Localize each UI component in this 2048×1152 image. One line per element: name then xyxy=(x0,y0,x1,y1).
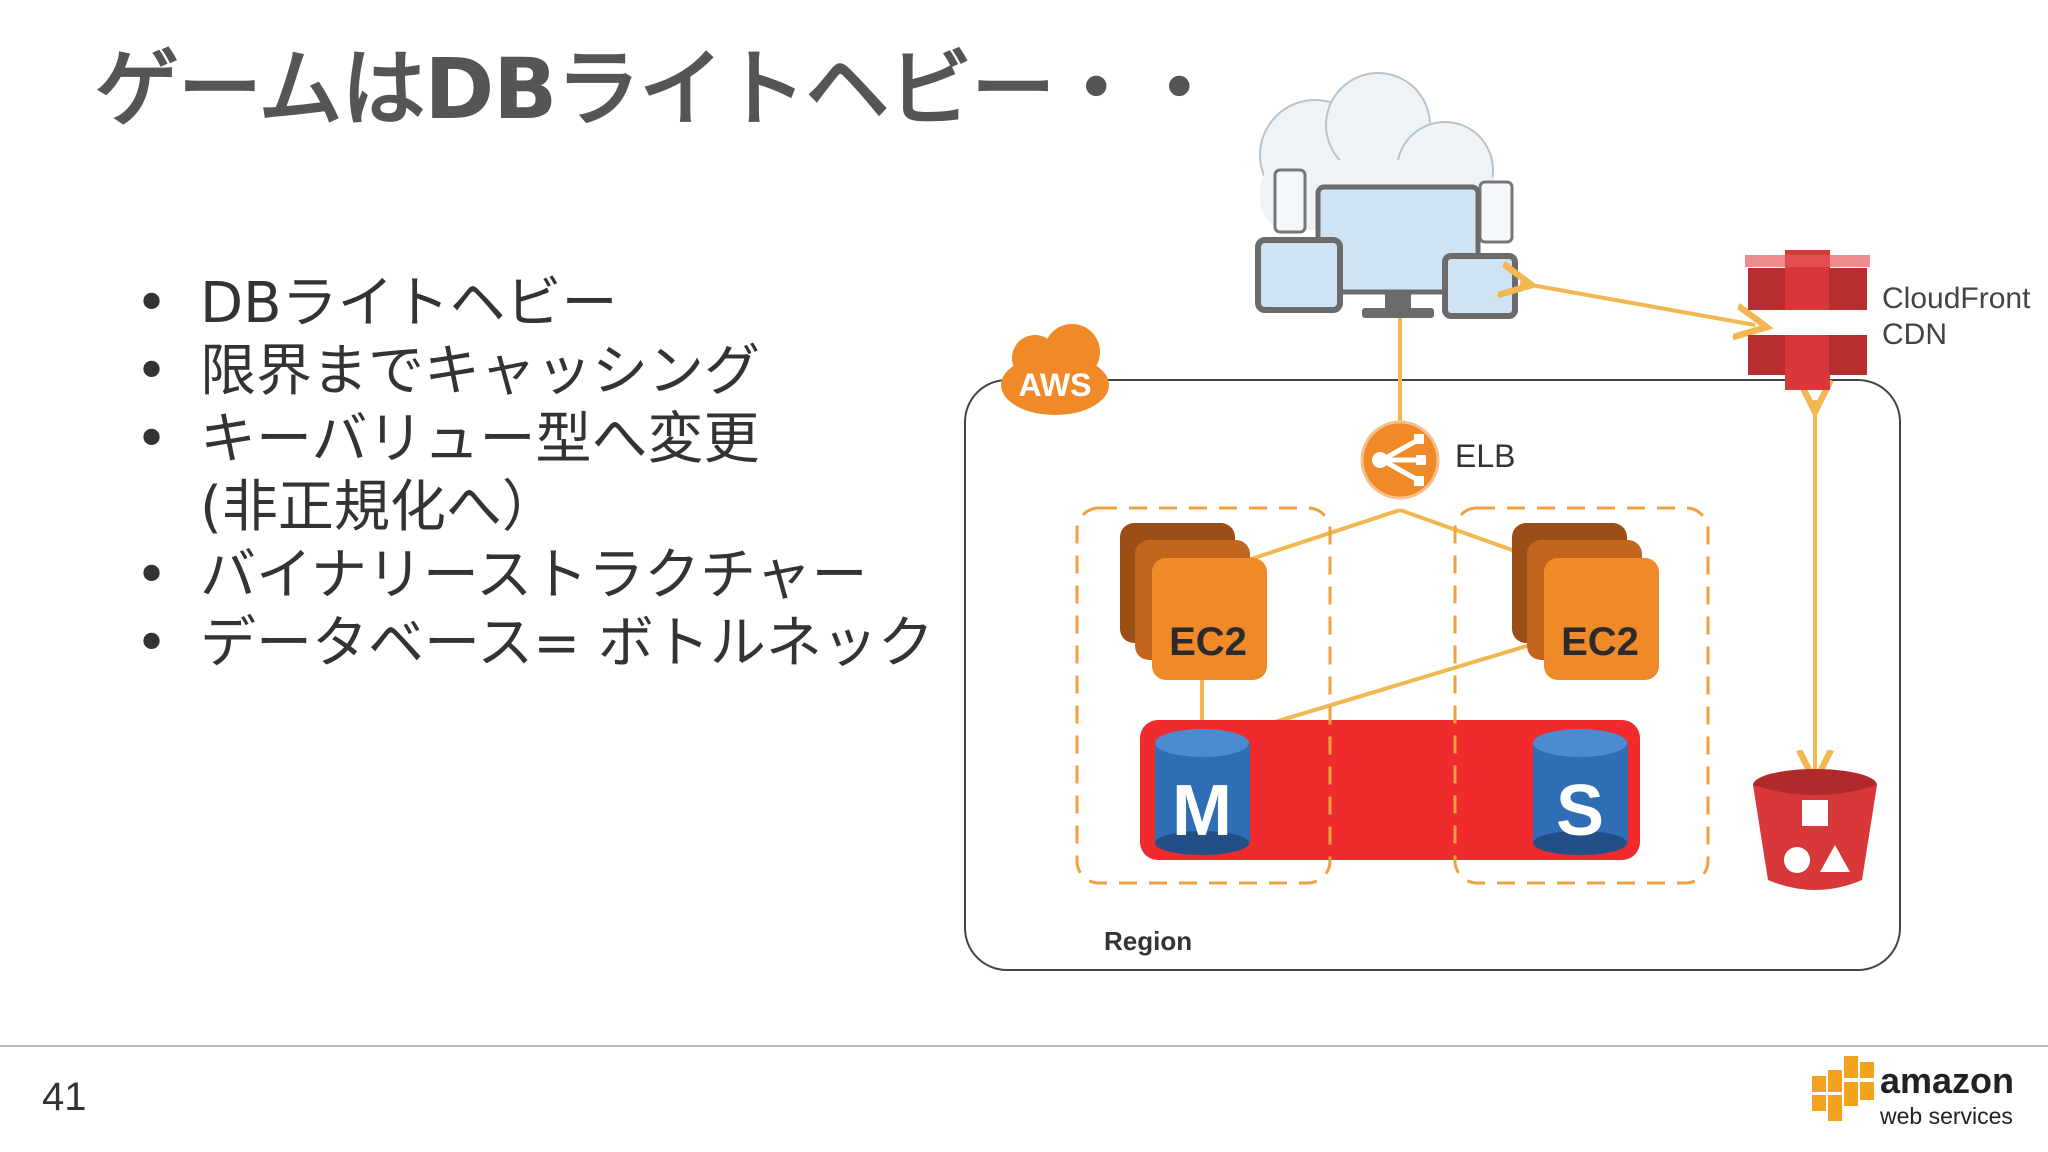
bullet-list: • DBライトヘビー • 限界までキャッシング • キーバリュー型へ変更 (非正… xyxy=(135,270,934,678)
ec2-left-label: EC2 xyxy=(1169,620,1247,664)
slide-title: ゲームはDBライトヘビー・・ xyxy=(95,40,1221,138)
footer-divider xyxy=(0,1045,2048,1047)
database-slave-icon: S xyxy=(1533,729,1628,855)
availability-zone-right xyxy=(1453,506,1710,885)
bullet-item: • 限界までキャッシング xyxy=(135,338,934,406)
logo-amazon: amazon xyxy=(1880,1060,2014,1101)
bullet-dot: • xyxy=(135,271,169,336)
database-master-icon: M xyxy=(1155,729,1250,855)
ec2-instance-icon: EC2 xyxy=(1120,523,1267,680)
db-master-label: M xyxy=(1172,771,1232,851)
cloudfront-icon xyxy=(1745,250,1870,390)
bullet-text-continued: (非正規化へ） xyxy=(200,475,558,540)
elb-to-ec2-left-line xyxy=(1247,508,1401,562)
bullet-text: 限界までキャッシング xyxy=(200,339,760,404)
region-label: Region xyxy=(1104,926,1192,956)
bullet-dot: • xyxy=(135,543,169,608)
bullet-item: • キーバリュー型へ変更 (非正規化へ） xyxy=(135,406,934,542)
clients-cloudfront-arrow xyxy=(1520,283,1755,325)
elb-icon xyxy=(1360,420,1440,500)
logo-web-services: web services xyxy=(1879,1103,2013,1129)
aws-cloud-icon: AWS xyxy=(1001,324,1109,415)
amazon-web-services-logo: amazon web services xyxy=(1812,1056,2014,1129)
availability-zone-left xyxy=(1075,506,1332,885)
cdn-label: CDN xyxy=(1882,318,1947,351)
devices-icon xyxy=(1255,168,1518,319)
aws-boxes-icon xyxy=(1812,1056,1874,1121)
db-slave-label: S xyxy=(1556,771,1604,851)
bullet-dot: • xyxy=(135,339,169,404)
bullet-text: DBライトヘビー xyxy=(200,271,618,336)
bullet-text: キーバリュー型へ変更 xyxy=(200,407,760,472)
cloudfront-label: CloudFront xyxy=(1882,282,2031,315)
ec2-right-label: EC2 xyxy=(1561,620,1639,664)
bullet-dot: • xyxy=(135,611,169,676)
db-replication-band xyxy=(1140,720,1640,860)
bullet-item: • バイナリーストラクチャー xyxy=(135,542,934,610)
s3-bucket-icon xyxy=(1753,769,1877,890)
bullet-item: • DBライトヘビー xyxy=(135,270,934,338)
bullet-item: • データベース= ボトルネック xyxy=(135,610,934,678)
bullet-text: バイナリーストラクチャー xyxy=(200,543,868,608)
aws-badge-label: AWS xyxy=(1019,367,1092,403)
page-number: 41 xyxy=(42,1075,87,1119)
bullet-dot: • xyxy=(135,407,169,472)
bullet-text: データベース= ボトルネック xyxy=(200,611,934,676)
elb-label: ELB xyxy=(1455,438,1515,474)
ec2-instance-icon: EC2 xyxy=(1512,523,1659,680)
